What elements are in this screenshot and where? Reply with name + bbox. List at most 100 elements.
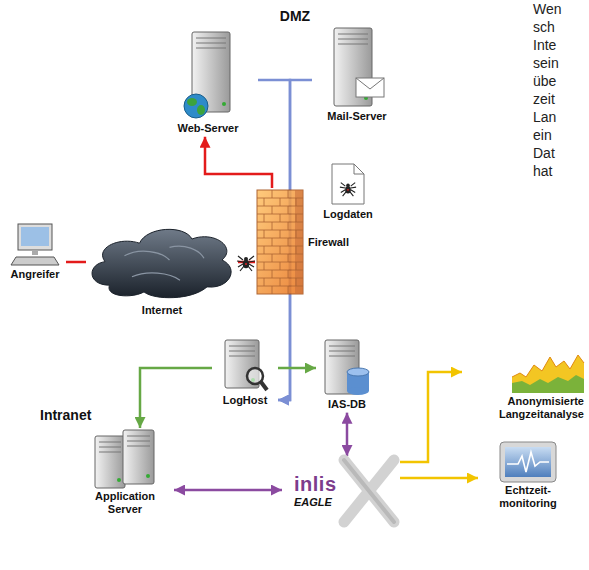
drawing-part [512, 355, 584, 393]
article-fragment: sein [533, 56, 559, 70]
drawing-part [296, 246, 297, 254]
drawing-part [264, 278, 265, 286]
drawing-part [125, 246, 205, 280]
device-node: Echtzeit- monitoring [478, 440, 578, 511]
drive-slot [229, 351, 255, 352]
spider-symbol [340, 183, 356, 197]
drawing-part [334, 28, 384, 106]
drawing-part [288, 270, 289, 278]
article-fragment: Dat [533, 146, 555, 160]
article-fragment: Wen [533, 2, 562, 16]
firewall-icon [257, 190, 303, 294]
drive-slot [196, 38, 226, 39]
power-led [222, 102, 226, 106]
drawing-part [11, 224, 59, 265]
article-fragment: übe [533, 74, 556, 88]
drawing-part [332, 164, 364, 204]
article-fragment: zeit [533, 92, 555, 106]
drawing-part [272, 238, 273, 246]
drawing-part [21, 227, 49, 246]
article-fragment: Lan [533, 110, 556, 124]
drawing-part [296, 230, 297, 238]
mail-icon [328, 28, 386, 108]
drive-slot [338, 44, 368, 45]
device-node: Angreifer [4, 222, 66, 283]
article-fragment: Inte [533, 38, 556, 52]
drawing-part [160, 22, 429, 156]
spider-body [243, 260, 249, 268]
monitor-icon [500, 442, 556, 482]
device-node: Logdaten [316, 160, 380, 223]
drawing-part [92, 229, 231, 297]
drawing-part [296, 214, 297, 222]
drawing-part [500, 442, 556, 482]
drawing-part [325, 340, 369, 395]
drawing-part [247, 368, 263, 384]
drawing-part [296, 198, 297, 206]
drawing-part [288, 222, 289, 230]
drawing-part [184, 32, 230, 118]
device-node: Web-Server [158, 30, 258, 137]
spider-symbol [237, 256, 255, 271]
connector-arrow [400, 372, 462, 462]
device-node: Internet [86, 216, 238, 319]
node-label: Echtzeit- monitoring [480, 484, 576, 509]
connector-arrow [238, 261, 255, 264]
drawing-part [272, 270, 273, 278]
power-led [146, 474, 150, 478]
drawing-part [11, 257, 59, 265]
pc-icon [10, 224, 60, 266]
drawing-part [264, 230, 265, 238]
drive-slot [99, 442, 121, 443]
drawing-part [512, 355, 584, 377]
device-node: Anonymisierte Langzeitanalyse [462, 345, 586, 422]
node-label: IAS-DB [328, 398, 366, 411]
device-node: Mail-Server [312, 26, 402, 125]
doc-icon [330, 162, 366, 206]
drawing-part [354, 164, 364, 174]
drawing-part [280, 246, 281, 254]
drawing-part [272, 286, 273, 294]
drawing-part [296, 278, 297, 286]
chart-icon [512, 347, 584, 393]
drawing-part [187, 98, 197, 106]
drive-slot [99, 447, 121, 448]
drawing-part [344, 460, 394, 522]
storm-icon [87, 218, 237, 302]
node-label: Angreifer [11, 268, 60, 281]
drawing-part [280, 262, 281, 270]
drawing-part [264, 198, 265, 206]
drive-slot [338, 39, 368, 40]
drive-slot [329, 346, 355, 347]
drawing-part [288, 238, 289, 246]
drawing-part [280, 198, 281, 206]
drawing-part [95, 430, 154, 488]
drawing-part [345, 186, 351, 194]
connector-arrow [174, 489, 282, 492]
app-icon [95, 430, 155, 488]
spider-head [244, 257, 248, 261]
cloud-outline [16, 322, 424, 568]
article-fragment: sch [533, 20, 555, 34]
drawing-part [347, 189, 349, 191]
drawing-part [257, 190, 303, 294]
server-case [123, 430, 154, 484]
article-fragment: hat [533, 164, 552, 178]
drawing-part [257, 190, 303, 294]
drawing-part [340, 183, 356, 197]
drawing-part [288, 190, 289, 198]
spider-mark [245, 263, 247, 265]
node-label: Web-Server [178, 122, 239, 135]
logo-text: inlis [294, 473, 337, 496]
web-icon [180, 32, 236, 120]
power-led [117, 478, 121, 482]
drive-slot [127, 441, 150, 442]
node-label: Mail-Server [327, 110, 386, 123]
drive-slot [329, 351, 355, 352]
db-icon [323, 340, 371, 396]
drive-slot [196, 48, 226, 49]
drawing-part [272, 222, 273, 230]
drawing-part [264, 262, 265, 270]
article-fragment: ein [533, 128, 552, 142]
